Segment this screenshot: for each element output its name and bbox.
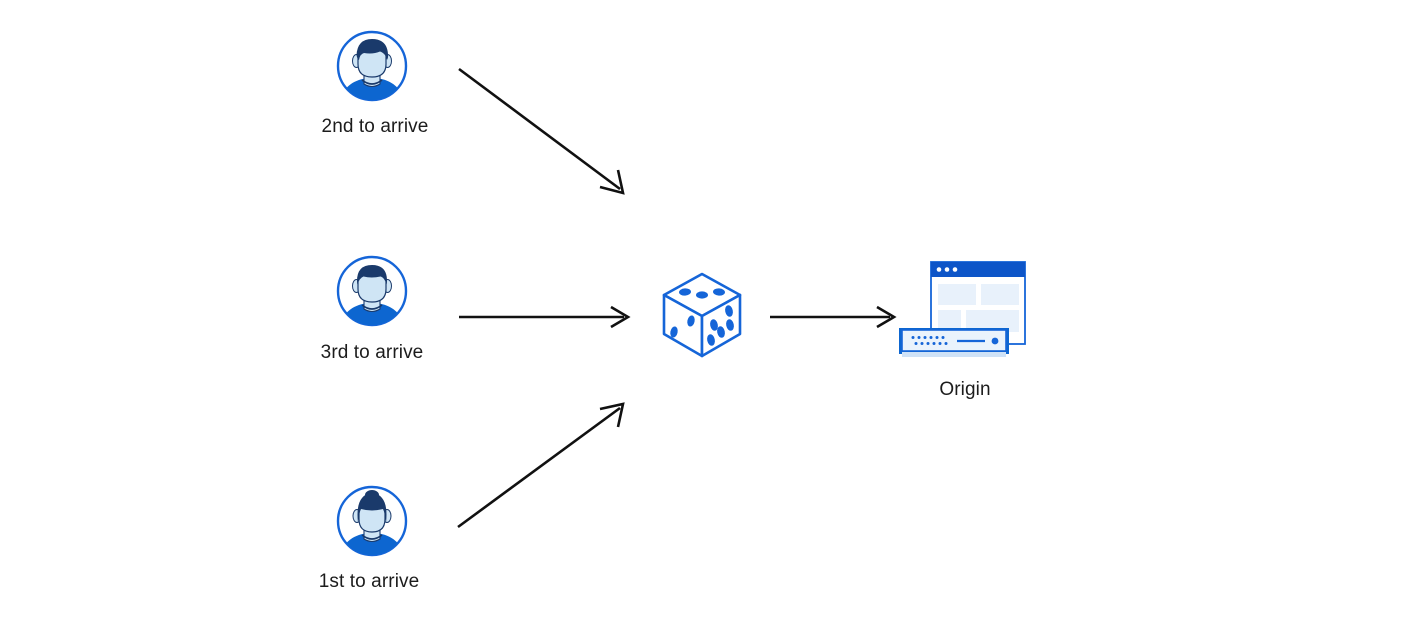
- arrow-middle-to-dice-head: [610, 305, 631, 329]
- user-avatar-icon: [336, 30, 408, 102]
- user-avatar-icon: [336, 485, 408, 557]
- arrow-top-to-dice-line: [458, 67, 621, 191]
- client-middle-label: 3rd to arrive: [320, 342, 424, 363]
- arrow-dice-to-origin-head: [876, 305, 897, 329]
- client-middle-avatar: [334, 253, 410, 329]
- origin-label: Origin: [939, 379, 991, 400]
- origin-node: [893, 256, 1027, 360]
- client-top-label: 2nd to arrive: [321, 116, 429, 137]
- dice-icon: [662, 272, 742, 358]
- server-device-icon: [899, 328, 1009, 357]
- arrow-bottom-to-dice-line: [457, 406, 621, 529]
- client-bottom-avatar: [334, 483, 410, 559]
- client-bottom-label: 1st to arrive: [318, 571, 420, 592]
- client-top-avatar: [334, 28, 410, 104]
- arrow-bottom-to-dice-head: [599, 402, 625, 428]
- arrow-top-to-dice-head: [599, 169, 625, 195]
- origin-server-icon: [899, 261, 1026, 357]
- dice-node: [659, 270, 745, 360]
- user-avatar-icon: [336, 255, 408, 327]
